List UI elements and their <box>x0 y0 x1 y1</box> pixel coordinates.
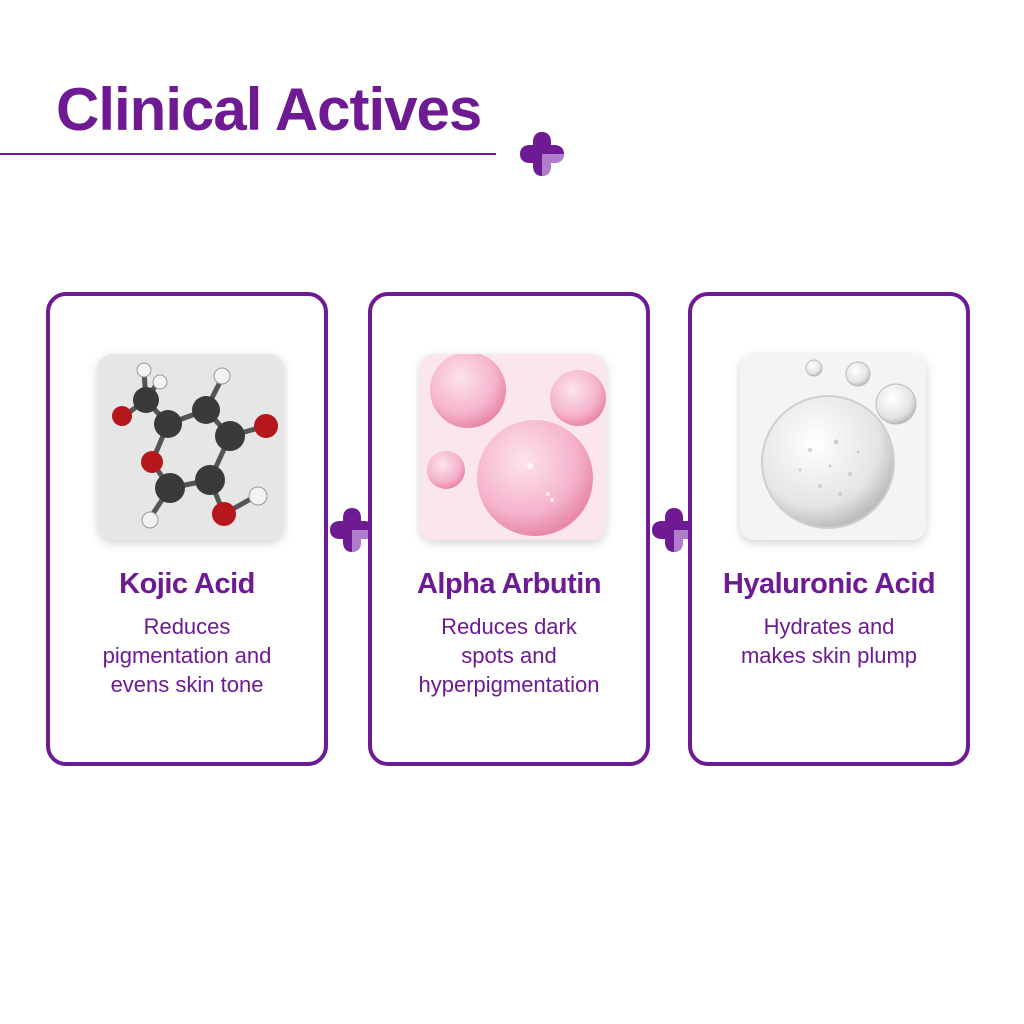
card-kojic-acid: Kojic Acid Reduces pigmentation and even… <box>46 292 328 766</box>
card-title: Kojic Acid <box>119 568 255 600</box>
card-description: Hydrates and makes skin plump <box>740 614 918 668</box>
card-alpha-arbutin: Alpha Arbutin Reduces dark spots and hyp… <box>368 292 650 766</box>
plus-icon <box>518 130 566 178</box>
card-title: Alpha Arbutin <box>416 568 602 600</box>
card-title: Hyaluronic Acid <box>722 568 936 600</box>
card-description: Reduces dark spots and hyperpigmentation <box>418 614 600 697</box>
title-underline <box>0 153 496 155</box>
pink-serum-droplets-image <box>420 354 606 540</box>
clear-gel-droplets-image <box>740 354 926 540</box>
kojic-acid-molecule-image <box>98 354 284 540</box>
page-title: Clinical Actives <box>56 76 482 143</box>
card-description: Reduces pigmentation and evens skin tone <box>102 614 272 697</box>
card-hyaluronic-acid: Hyaluronic Acid Hydrates and makes skin … <box>688 292 970 766</box>
